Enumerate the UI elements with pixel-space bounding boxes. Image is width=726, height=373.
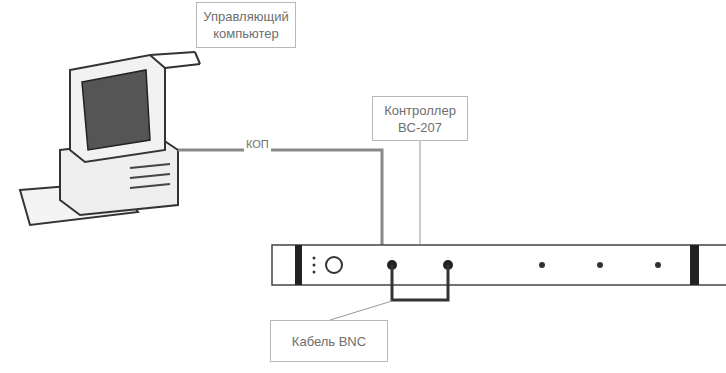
controller-rack — [272, 245, 726, 285]
callout-box: Контроллер BC-207 — [372, 96, 468, 141]
gpib-cable — [178, 150, 382, 246]
callout-box: Управляющий компьютер — [196, 2, 296, 48]
rack-stripe — [690, 245, 699, 285]
callout-text: Кабель BNC — [292, 333, 366, 350]
monitor — [70, 55, 165, 162]
screen — [82, 70, 150, 150]
knob — [326, 257, 342, 273]
bnc-cable — [392, 265, 448, 300]
leader-line — [330, 301, 392, 320]
callout-text: Контроллер BC-207 — [379, 102, 461, 136]
rack-stripe — [295, 245, 302, 285]
callout-text: Управляющий компьютер — [203, 8, 289, 42]
leader-line — [420, 141, 421, 244]
bus-label: КОП — [244, 136, 271, 153]
callout-box: Кабель BNC — [270, 320, 388, 362]
